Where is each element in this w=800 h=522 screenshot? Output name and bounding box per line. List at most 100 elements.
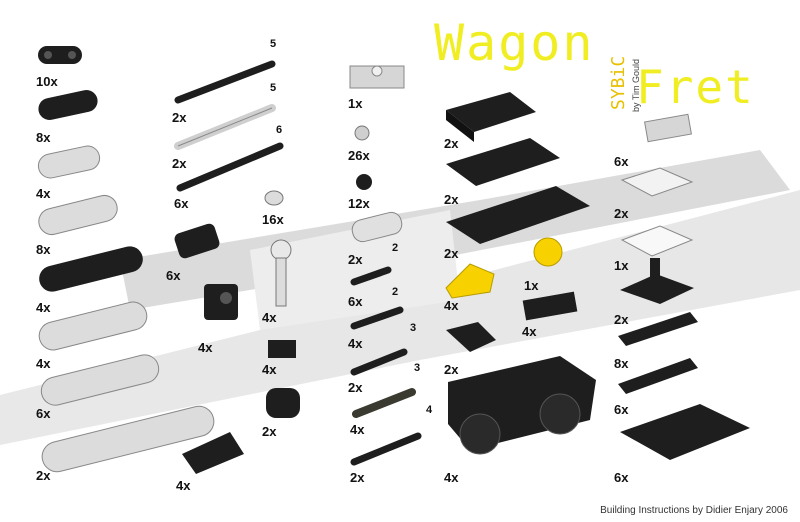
qty-label: 1x xyxy=(524,278,539,293)
qty-label: 4x xyxy=(36,186,51,201)
qty-label: 4x xyxy=(36,356,51,371)
part-plate-2x4 xyxy=(446,138,560,186)
part-bush xyxy=(351,211,403,243)
part-axle-2 xyxy=(350,266,392,286)
part-pin-black xyxy=(356,174,372,190)
part-plate-1x2-gray xyxy=(349,65,405,89)
part-liftarm-7-gray xyxy=(40,354,160,406)
part-plate-2x3-round xyxy=(446,92,536,142)
qty-label: 4x xyxy=(444,470,459,485)
brand-sybic: SYBiC xyxy=(608,55,629,110)
qty-label: 2x xyxy=(172,110,187,125)
qty-label: 6x xyxy=(614,470,629,485)
qty-label: 2x xyxy=(348,380,363,395)
part-axle-connector xyxy=(174,223,220,259)
part-tile-1x6-a xyxy=(618,312,698,346)
length-label: 5 xyxy=(270,82,277,94)
part-plate-1x1 xyxy=(268,340,296,358)
part-wheel-bogie xyxy=(448,356,596,455)
part-tile-round xyxy=(266,388,300,418)
qty-label: 12x xyxy=(348,196,370,211)
qty-label: 8x xyxy=(36,242,51,257)
part-axle-5-black xyxy=(174,60,276,104)
part-axle-5-gray xyxy=(174,104,276,150)
qty-label: 2x xyxy=(614,312,629,327)
credit-text: Building Instructions by Didier Enjary 2… xyxy=(600,505,788,516)
part-axle-3-b xyxy=(350,348,408,376)
qty-label: 2x xyxy=(444,246,459,261)
qty-label: 26x xyxy=(348,148,370,163)
qty-label: 4x xyxy=(262,362,277,377)
title-fret: Fret xyxy=(636,60,755,114)
part-tile-2x2-white-b xyxy=(620,225,694,257)
qty-label: 4x xyxy=(176,478,191,493)
part-axle-6-black xyxy=(176,142,284,192)
qty-label: 6x xyxy=(614,154,629,169)
qty-label: 2x xyxy=(348,252,363,267)
length-label: 2 xyxy=(392,242,399,254)
qty-label: 2x xyxy=(444,192,459,207)
part-plate-4x4 xyxy=(620,404,750,460)
part-liftarm-5-gray xyxy=(38,301,148,351)
qty-label: 2x xyxy=(350,470,365,485)
part-tile-2x2-white xyxy=(620,167,694,197)
part-bush-half xyxy=(264,190,284,206)
part-liftarm-11-gray xyxy=(41,405,215,473)
part-pin-long xyxy=(352,388,416,418)
part-axle-pin-gray xyxy=(270,239,292,307)
qty-label: 4x xyxy=(262,310,277,325)
qty-label: 10x xyxy=(36,74,58,89)
part-liftarm-2 xyxy=(38,46,82,64)
part-liftarm-4-gray xyxy=(38,194,118,236)
qty-label: 2x xyxy=(444,136,459,151)
part-angle-connector xyxy=(204,284,238,320)
length-label: 3 xyxy=(414,362,421,374)
part-axle-3-a xyxy=(350,306,404,330)
qty-label: 2x xyxy=(614,206,629,221)
qty-label: 16x xyxy=(262,212,284,227)
part-wheel-holder-yellow xyxy=(533,237,563,267)
part-connector-perp xyxy=(182,432,244,474)
part-axle-4 xyxy=(350,432,422,466)
qty-label: 6x xyxy=(614,402,629,417)
qty-label: 6x xyxy=(36,406,51,421)
qty-label: 8x xyxy=(36,130,51,145)
qty-label: 4x xyxy=(36,300,51,315)
qty-label: 4x xyxy=(522,324,537,339)
part-plate-2x6 xyxy=(446,186,590,244)
length-label: 4 xyxy=(426,404,433,416)
qty-label: 4x xyxy=(444,298,459,313)
part-tile-1x2-gray xyxy=(644,113,692,143)
length-label: 5 xyxy=(270,38,277,50)
qty-label: 4x xyxy=(348,336,363,351)
part-tile-1x6-b xyxy=(618,358,698,394)
length-label: 2 xyxy=(392,286,399,298)
qty-label: 1x xyxy=(348,96,363,111)
part-liftarm-3-black xyxy=(38,90,98,120)
title-wagon: Wagon xyxy=(434,14,595,72)
length-label: 6 xyxy=(276,124,283,136)
qty-label: 2x xyxy=(172,156,187,171)
part-liftarm-5-black xyxy=(39,246,143,292)
part-pin-gray xyxy=(354,125,370,141)
qty-label: 1x xyxy=(614,258,629,273)
byline: by Tim Gould xyxy=(631,58,641,112)
part-tile-1x2 xyxy=(522,291,578,321)
qty-label: 4x xyxy=(350,422,365,437)
part-slope-yellow xyxy=(445,263,495,299)
qty-label: 4x xyxy=(198,340,213,355)
part-turntable xyxy=(620,258,694,304)
part-liftarm-3-gray xyxy=(37,145,101,179)
qty-label: 6x xyxy=(166,268,181,283)
part-clip xyxy=(446,322,496,352)
qty-label: 2x xyxy=(444,362,459,377)
qty-label: 2x xyxy=(262,424,277,439)
qty-label: 6x xyxy=(348,294,363,309)
length-label: 3 xyxy=(410,322,417,334)
qty-label: 6x xyxy=(174,196,189,211)
qty-label: 2x xyxy=(36,468,51,483)
qty-label: 8x xyxy=(614,356,629,371)
background-assembly xyxy=(0,150,800,445)
